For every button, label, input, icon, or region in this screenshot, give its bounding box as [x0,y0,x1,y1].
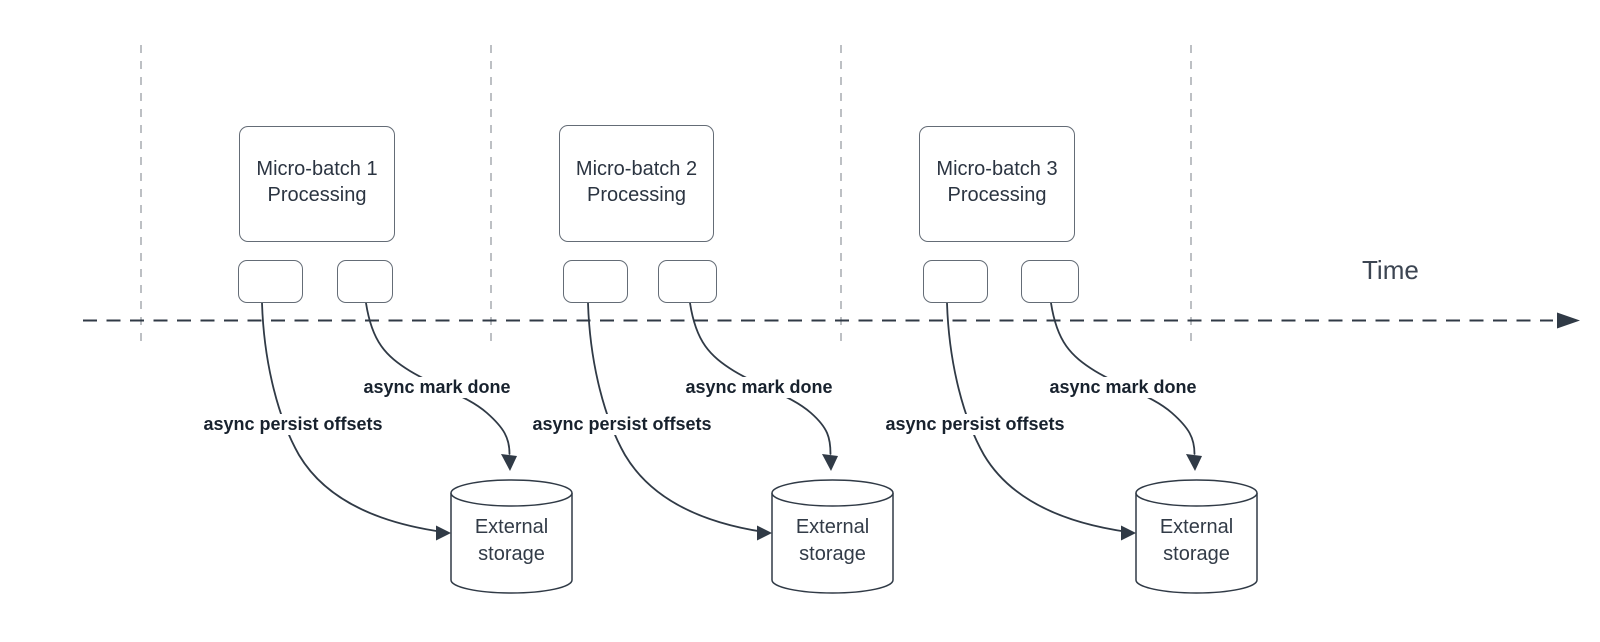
done-arrowhead-icon-2 [822,454,838,471]
done-task-box-1 [337,260,393,303]
cylinder-top-2 [771,479,894,507]
done-task-box-3 [1021,260,1079,303]
mark-done-label-1: async mark done [361,377,513,398]
done-task-box-2 [658,260,717,303]
storage-cylinder-2 [771,479,894,594]
storage-cylinders [450,479,1258,594]
persist-offsets-arrow-3 [946,302,1129,533]
microbatch-1-processing-box: Micro-batch 1 Processing [239,126,395,242]
persist-offsets-label-1: async persist offsets [201,414,385,435]
external-storage-label-3: External storage [1159,516,1234,565]
offset-task-box-2 [563,260,628,303]
cylinder-body-3 [1135,493,1258,594]
cylinder-top-3 [1135,479,1258,507]
done-arrowhead-icon-3 [1186,454,1202,471]
persist-offsets-label-2: async persist offsets [530,414,714,435]
external-storage-label-2: External storage [795,516,870,565]
microbatch-3-processing-box: Micro-batch 3 Processing [919,126,1075,242]
cylinder-top-1 [450,479,573,507]
async-arrowheads [436,454,1202,541]
cylinder-body-1 [450,493,573,594]
persist-offsets-arrow-2 [587,302,765,533]
mark-done-label-2: async mark done [683,377,835,398]
time-axis-label: Time [1362,255,1419,285]
time-axis-arrowhead-group [1557,312,1580,329]
mark-done-label-3: async mark done [1047,377,1199,398]
done-arrowhead-icon-1 [501,454,517,471]
offset-task-box-3 [923,260,988,303]
storage-cylinder-3 [1135,479,1258,594]
external-storage-label-1: External storage [474,516,549,565]
persist-arrowhead-icon-3 [1121,525,1136,541]
time-axis-arrowhead-icon [1557,312,1580,329]
storage-cylinder-1 [450,479,573,594]
microbatch-2-processing-box: Micro-batch 2 Processing [559,125,714,242]
batch-interval-guides [140,45,1192,348]
persist-arrowhead-icon-1 [436,525,451,541]
cylinder-body-2 [771,493,894,594]
offset-task-box-1 [238,260,303,303]
persist-arrowhead-icon-2 [757,525,772,541]
persist-offsets-label-3: async persist offsets [883,414,1067,435]
persist-offsets-arrow-1 [261,302,444,533]
